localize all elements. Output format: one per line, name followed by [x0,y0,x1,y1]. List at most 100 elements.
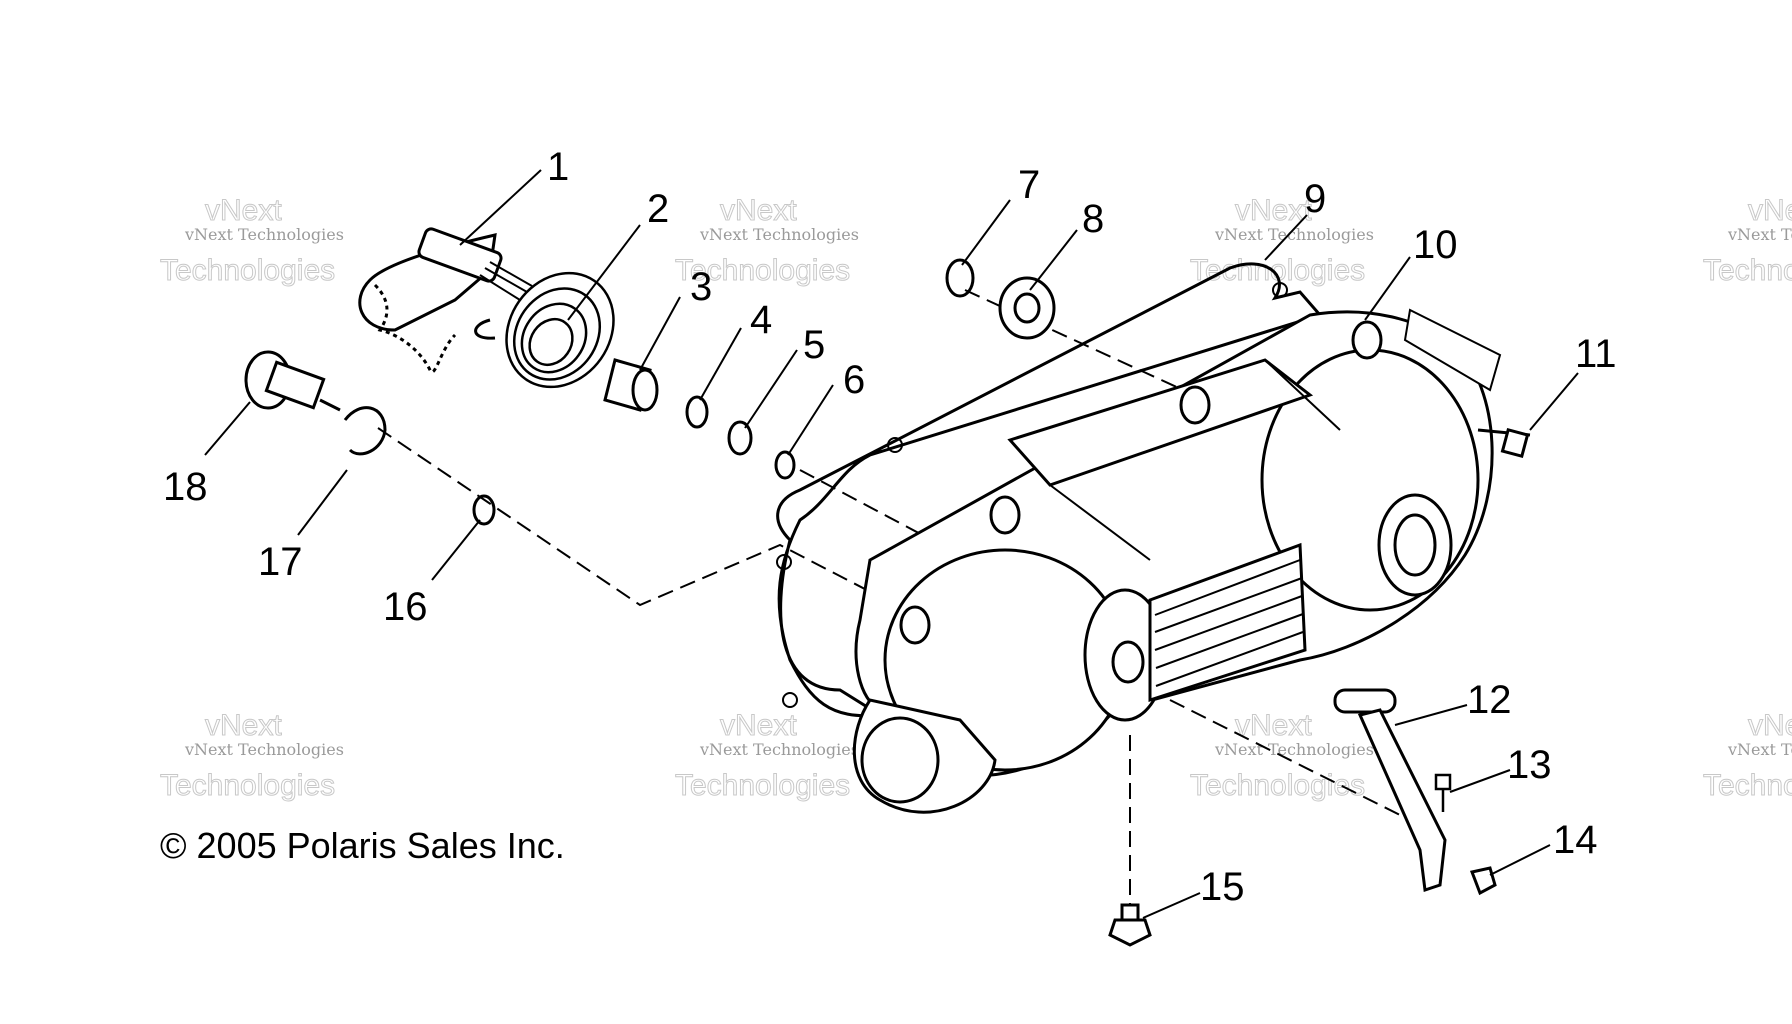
air-duct-opening [860,716,940,804]
callout-6: 6 [843,358,865,402]
callout-16: 16 [383,585,428,629]
leader-line [431,519,481,581]
leader-lines [204,169,1579,919]
leader-line [1029,229,1078,291]
circlip [774,450,796,480]
svg-text:vNext: vNext [1235,709,1312,742]
svg-text:Technologies: Technologies [675,254,850,287]
leader-line [787,384,834,456]
leader-line [1142,892,1201,919]
callout-18: 18 [163,465,208,509]
svg-text:Technologies: Technologies [1190,769,1365,802]
gasket-hole [782,692,798,708]
cover-boss [1351,320,1383,360]
leader-line [204,401,251,456]
callout-13: 13 [1507,743,1552,787]
svg-text:vNext: vNext [1748,709,1792,742]
retaining-clip [343,406,387,456]
bushing [603,358,659,412]
bolt [1477,427,1531,459]
assembly-line-starter [377,427,916,616]
svg-text:vNext Technologies: vNext Technologies [184,225,344,244]
leader-line [1449,769,1511,793]
callout-12: 12 [1467,678,1512,722]
svg-text:Technologies: Technologies [1703,769,1792,802]
watermark-group: vNext vNext Technologies Technologies vN… [160,194,1792,803]
leader-line [297,469,348,536]
callout-8: 8 [1082,197,1104,241]
svg-text:vNext Technologies: vNext Technologies [1727,740,1792,759]
circlip [945,258,975,298]
cover-boss [899,605,931,645]
bearing [998,276,1056,340]
watermark: vNext vNext Technologies Technologies [160,709,344,803]
svg-text:Technologies: Technologies [1190,254,1365,287]
washer [727,420,753,456]
svg-text:Technologies: Technologies [675,769,850,802]
leader-line [459,169,542,246]
shaft-boss-hole [1111,640,1145,684]
svg-text:vNext Technologies: vNext Technologies [1214,740,1374,759]
callout-5: 5 [803,323,825,367]
callout-14: 14 [1553,818,1598,862]
svg-text:vNext: vNext [205,709,282,742]
cover-ridge [1007,358,1314,487]
leader-line [699,327,742,401]
callout-1: 1 [547,145,569,189]
leader-line [639,296,681,371]
leader-line [961,199,1011,266]
watermark: vNext vNext Technologies Technologies [1190,709,1374,803]
callout-17: 17 [258,540,303,584]
watermark: vNext vNext Technologies Technologies [1703,194,1792,288]
callout-7: 7 [1018,163,1040,207]
svg-text:vNext: vNext [205,194,282,227]
callout-4: 4 [750,298,772,342]
svg-text:Technologies: Technologies [1703,254,1792,287]
callout-3: 3 [690,265,712,309]
return-spring [505,271,615,389]
svg-text:vNext: vNext [720,709,797,742]
svg-text:vNext Technologies: vNext Technologies [699,740,859,759]
thrust-washer [472,494,496,526]
washer [685,395,709,429]
svg-text:vNext Technologies: vNext Technologies [184,740,344,759]
callout-11: 11 [1575,332,1617,376]
leader-line [1529,372,1579,431]
copyright-text: © 2005 Polaris Sales Inc. [160,825,565,866]
kick-lever [1333,688,1447,893]
cover-boss [989,495,1021,535]
leader-line [744,349,798,429]
svg-text:vNext Technologies: vNext Technologies [1214,225,1374,244]
starter-drive-gear [244,350,341,412]
leader-line [1364,256,1411,321]
svg-text:vNext: vNext [720,194,797,227]
gasket-hole [887,437,903,453]
drain-bolt [1108,903,1152,947]
gasket-hole [776,554,792,570]
callout-9: 9 [1304,177,1326,221]
gasket-hole [1272,282,1288,298]
svg-text:Technologies: Technologies [160,254,335,287]
bracket [1403,308,1502,392]
assembly-line-bearing [964,289,1206,401]
gasket [776,262,1323,718]
lever-cap [1469,866,1497,896]
leader-line [1264,214,1308,261]
svg-text:vNext Technologies: vNext Technologies [699,225,859,244]
leader-line [1489,844,1551,876]
cover-boss [1179,385,1211,425]
callout-2: 2 [647,187,669,231]
leader-line [567,224,641,321]
svg-text:vNext: vNext [1748,194,1792,227]
watermark: vNext vNext Technologies Technologies [1703,709,1792,803]
watermark: vNext vNext Technologies Technologies [675,194,859,288]
lever-bolt [1434,773,1452,812]
cover-hub-inner [1393,513,1437,577]
watermark: vNext vNext Technologies Technologies [675,709,859,803]
leader-line [1394,704,1468,726]
svg-text:Technologies: Technologies [160,769,335,802]
kick-starter-shaft [358,227,533,374]
callouts: 1 2 3 4 5 6 7 8 9 10 11 12 13 14 15 16 1… [163,145,1617,909]
callout-10: 10 [1413,223,1458,267]
